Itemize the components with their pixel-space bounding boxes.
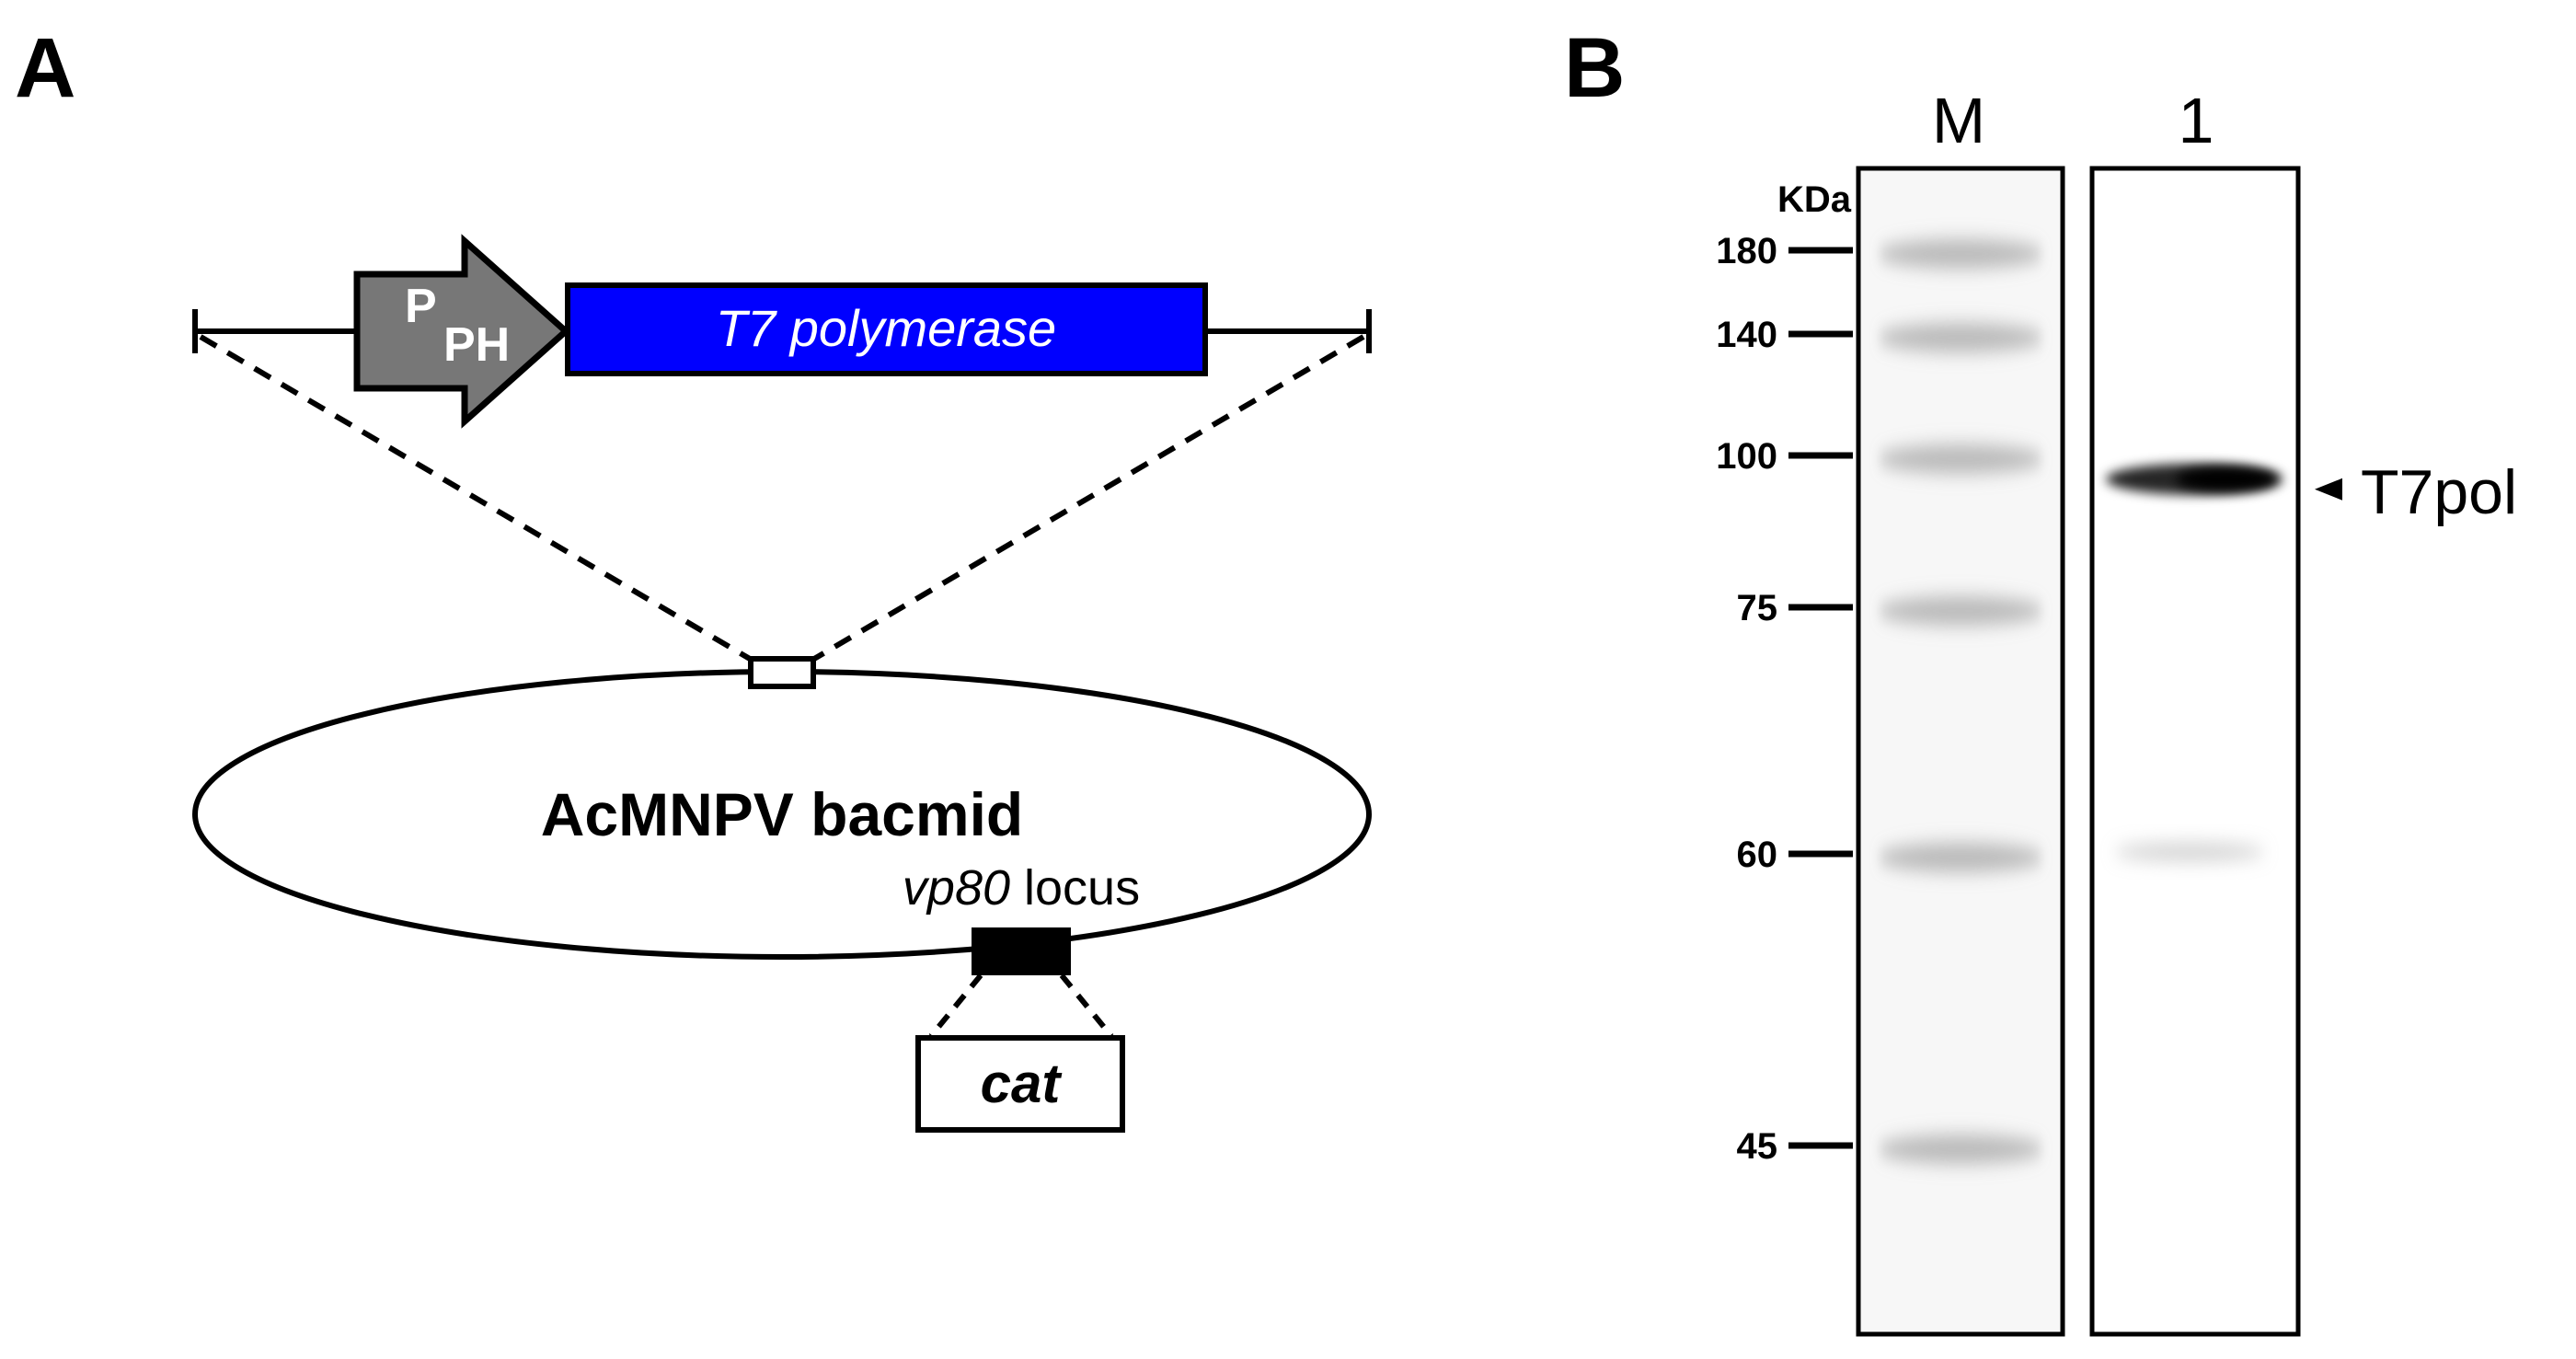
locus-label-rest: locus bbox=[1010, 860, 1140, 916]
marker-band-140 bbox=[1878, 323, 2043, 352]
bacmid-label: AcMNPV bacmid bbox=[541, 780, 1023, 848]
promoter-label-sub: PH bbox=[443, 318, 510, 372]
cat-zoom-line-right bbox=[1059, 973, 1114, 1038]
lane-label-1: 1 bbox=[2179, 85, 2214, 156]
zoom-line-right bbox=[812, 334, 1365, 662]
vp80-locus-box bbox=[972, 927, 1071, 975]
panel-a: A P PH T7 polymerase AcMNPV bacmid vp bbox=[15, 21, 1372, 1133]
insertion-site bbox=[748, 656, 816, 689]
marker-band-45 bbox=[1878, 1134, 2043, 1164]
locus-label-italic: vp80 bbox=[903, 860, 1010, 916]
lane-1-background bbox=[2092, 168, 2298, 1334]
lane-label-m: M bbox=[1932, 85, 1985, 156]
promoter-label-main: P bbox=[405, 280, 437, 333]
marker-band-180 bbox=[1878, 239, 2043, 269]
lane-m-frame bbox=[1856, 166, 2065, 1337]
gel-bands bbox=[1878, 239, 2283, 1164]
marker-band-75 bbox=[1878, 596, 2043, 626]
marker-band-100 bbox=[1878, 444, 2043, 474]
promoter-arrow-shape bbox=[353, 234, 571, 429]
ladder-label-75: 75 bbox=[1737, 588, 1778, 628]
panel-b: B M 1 KDa 180 140 100 75 60 45 T7pol bbox=[1564, 21, 2517, 1337]
kda-unit-label: KDa bbox=[1777, 179, 1852, 220]
cat-label: cat bbox=[981, 1053, 1064, 1114]
zoom-line-left bbox=[199, 334, 752, 662]
t7-gene-box: T7 polymerase bbox=[565, 282, 1208, 376]
locus-label: vp80 locus bbox=[903, 860, 1140, 916]
band-annotation: T7pol bbox=[2315, 457, 2517, 527]
ladder: 180 140 100 75 60 45 bbox=[1716, 231, 1853, 1167]
lane-1-frame bbox=[2089, 166, 2301, 1337]
marker-band-60 bbox=[1878, 843, 2043, 872]
faint-band-lane-1 bbox=[2114, 843, 2265, 861]
promoter-arrow: P PH bbox=[353, 234, 571, 429]
ladder-label-180: 180 bbox=[1716, 231, 1777, 271]
t7-gene-rect bbox=[565, 282, 1208, 376]
ladder-label-140: 140 bbox=[1716, 315, 1777, 355]
ladder-label-60: 60 bbox=[1737, 835, 1778, 875]
t7pol-label: T7pol bbox=[2361, 457, 2517, 527]
t7-gene-label: T7 polymerase bbox=[716, 299, 1056, 357]
cat-zoom-lines bbox=[928, 973, 1114, 1038]
panel-a-label: A bbox=[15, 21, 75, 115]
t7pol-band-core bbox=[2176, 466, 2277, 491]
panel-b-label: B bbox=[1564, 21, 1625, 115]
cat-box bbox=[915, 1035, 1125, 1133]
band-pointer-arrow bbox=[2315, 478, 2342, 501]
cat-zoom-line-left bbox=[928, 973, 983, 1038]
ladder-label-45: 45 bbox=[1737, 1126, 1778, 1167]
zoom-lines bbox=[199, 334, 1365, 662]
ladder-label-100: 100 bbox=[1716, 436, 1777, 477]
